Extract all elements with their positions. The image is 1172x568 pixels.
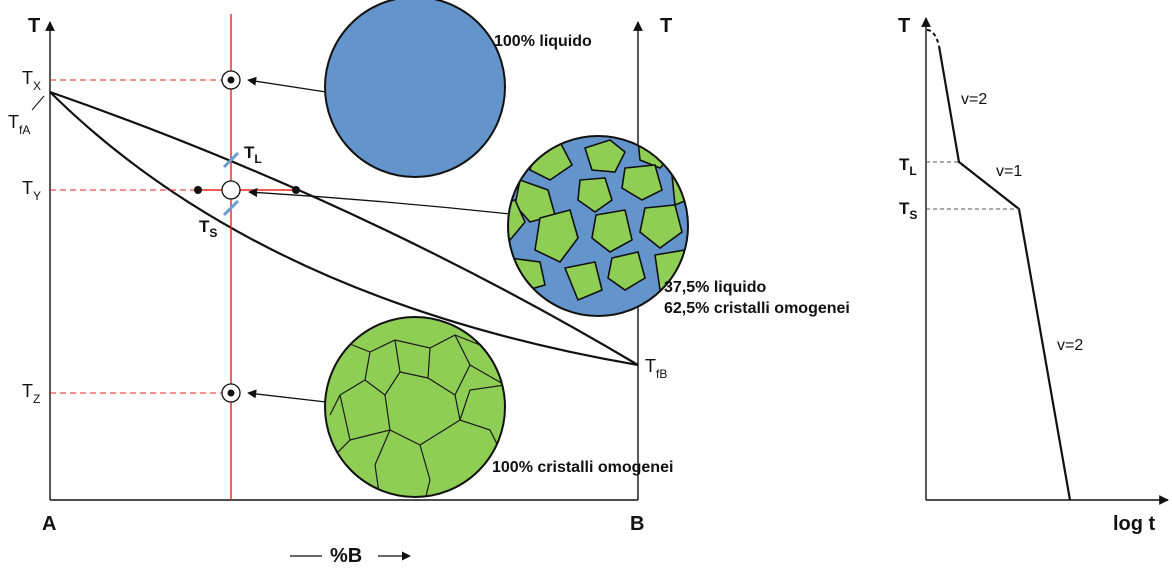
cooling-curve — [937, 45, 1072, 501]
tx-label: TX — [22, 68, 41, 93]
tz-label: TZ — [22, 381, 40, 406]
liquidus-point — [292, 186, 300, 194]
tfb-label: TfB — [645, 356, 667, 381]
phase-curves — [49, 90, 639, 367]
grain-boundaries — [329, 334, 505, 497]
tfa-leader — [31, 95, 45, 111]
solidus-curve — [49, 91, 639, 367]
state-2-caption-line1: 37,5% liquido — [664, 279, 766, 296]
cooling-t-label: T — [898, 15, 910, 37]
segment-1-rate: v=2 — [961, 91, 987, 108]
corner-b-label: B — [630, 513, 644, 535]
solidus-point — [194, 186, 202, 194]
cooling-time-label: log t — [1113, 513, 1156, 535]
temperature-guides — [50, 79, 222, 394]
micrograph-liquid — [324, 0, 506, 178]
arrow-state-2 — [248, 187, 511, 215]
arrow-state-3 — [247, 389, 327, 403]
left-t-axis-label: T — [28, 15, 40, 37]
cooling-curve-start — [926, 29, 940, 47]
tl-label: TL — [244, 143, 262, 166]
state-marker-z — [221, 383, 241, 403]
micrograph-solid — [324, 316, 506, 498]
state-1-caption: 100% liquido — [494, 33, 592, 50]
ty-label: TY — [22, 178, 41, 203]
state-3-caption: 100% cristalli omogenei — [492, 459, 673, 476]
tfa-label: TfA — [8, 112, 30, 137]
state-2-caption-line2: 62,5% cristalli omogenei — [664, 300, 850, 317]
cooling-tl-label: TL — [899, 155, 917, 178]
arrow-state-1 — [247, 76, 327, 93]
cooling-curve-axes — [921, 17, 1169, 505]
corner-a-label: A — [42, 513, 56, 535]
state-marker-y — [221, 180, 241, 200]
liquidus-curve — [49, 90, 639, 366]
tl-tick — [222, 151, 240, 169]
composition-axis-indicator: %B — [290, 545, 411, 567]
ts-tick — [222, 199, 240, 217]
micrograph-mixed — [507, 135, 689, 317]
cooling-ts-label: TS — [899, 199, 917, 222]
segment-3-rate: v=2 — [1057, 337, 1083, 354]
segment-2-rate: v=1 — [996, 163, 1022, 180]
right-t-axis-label: T — [660, 15, 672, 37]
composition-axis-label: %B — [330, 545, 362, 567]
ts-label: TS — [199, 217, 217, 240]
state-marker-x — [221, 70, 241, 90]
